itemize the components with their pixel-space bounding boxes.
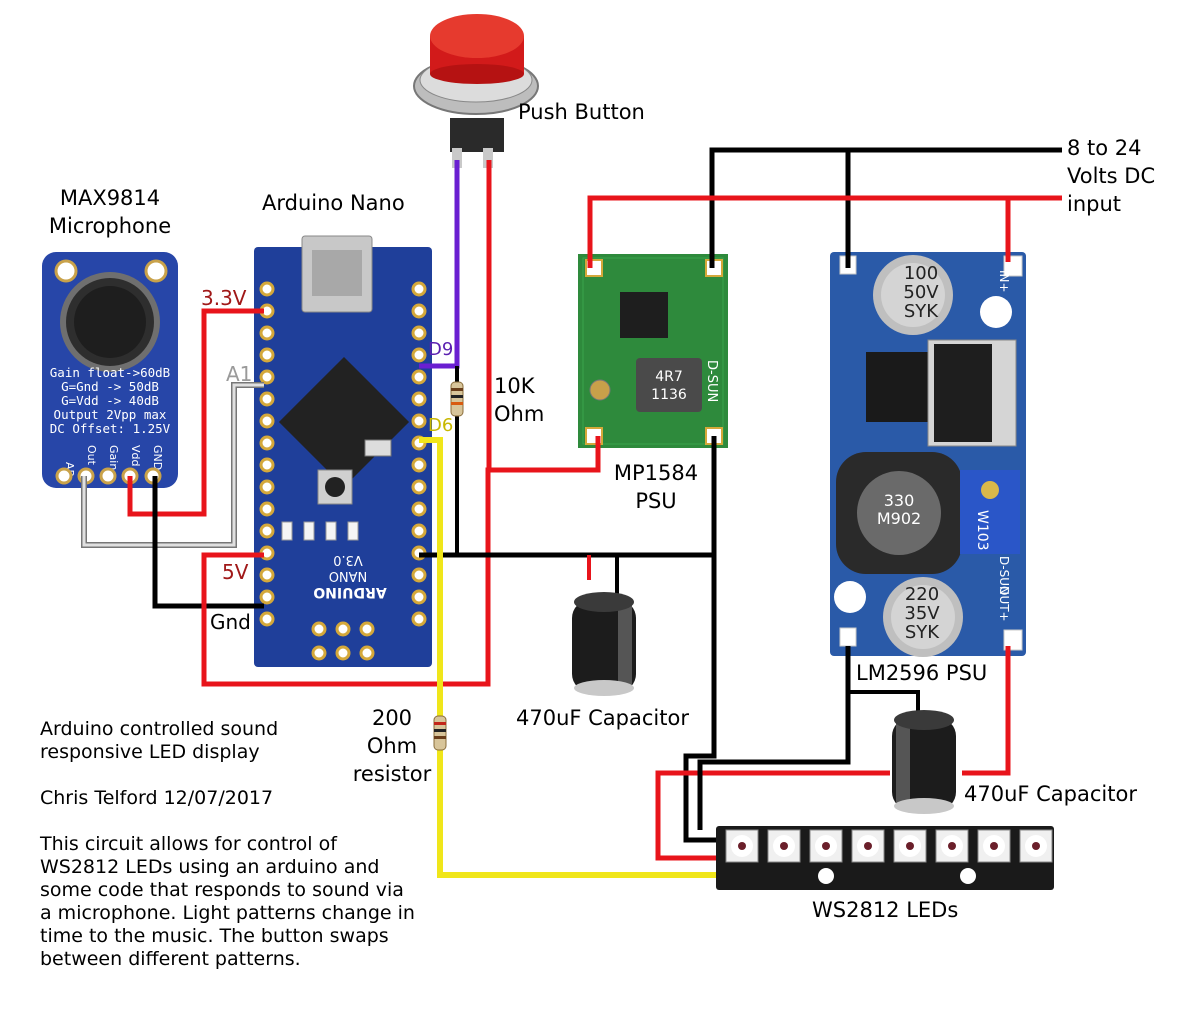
r200-label-1: 200 <box>371 706 413 730</box>
lm-cap-top-3: SYK <box>904 301 939 322</box>
r200-label-3: resistor <box>352 762 432 786</box>
resistor-200 <box>433 715 447 751</box>
input-label-2: Volts DC <box>1067 164 1156 188</box>
arduino-label: Arduino Nano <box>262 191 405 215</box>
microphone-board: Gain float->60dB G=Gnd -> 50dB G=Vdd -> … <box>42 252 178 488</box>
r10k-label-2: Ohm <box>494 402 545 426</box>
lm-out-text: OUT+ <box>997 586 1011 622</box>
input-label-1: 8 to 24 <box>1067 136 1142 160</box>
lm-cap-bot-3: SYK <box>905 622 940 643</box>
mp1584-label-2: PSU <box>635 489 677 513</box>
push-button-label: Push Button <box>518 100 645 124</box>
mp-inductor-top: 4R7 <box>655 369 683 385</box>
lm-inductor-1: 330 <box>884 491 915 510</box>
mic-out-text: Output 2Vpp max <box>54 407 167 422</box>
microphone-label-1: MAX9814 <box>59 186 161 210</box>
arduino-nano-board: ARDUINO NANO V3.0 <box>254 235 432 667</box>
lm-inductor-2: M902 <box>877 509 921 528</box>
mic-dc-text: DC Offset: 1.25V <box>50 421 171 436</box>
pin-gnd-label: Gnd <box>210 610 251 634</box>
wire-d6-yellow <box>419 437 722 878</box>
capacitor-1-label: 470uF Capacitor <box>516 706 689 730</box>
pin-d6-label: D6 <box>428 415 454 436</box>
mic-pin-gain: Gain <box>107 445 120 470</box>
wire-lm-out-red <box>962 646 1011 776</box>
mic-gnd-text: G=Gnd -> 50dB <box>61 379 159 394</box>
r10k-label-1: 10K <box>494 374 535 398</box>
microphone-label-2: Microphone <box>48 214 172 238</box>
pin-3v3-label: 3.3V <box>201 286 247 310</box>
push-button <box>413 14 539 168</box>
pin-d9-label: D9 <box>428 339 454 360</box>
capacitor-1 <box>572 592 636 696</box>
nano-name-text: ARDUINO <box>313 584 387 600</box>
description-block: Arduino controlled sound responsive LED … <box>40 718 420 971</box>
mic-gain-text: Gain float->60dB <box>50 365 170 380</box>
lm-cap-bot-1: 220 <box>905 584 939 605</box>
lm-cap-bot-2: 35V <box>904 603 940 624</box>
capacitor-2 <box>892 710 956 814</box>
ws2812-led-strip <box>716 826 1054 890</box>
wire-input-black <box>709 147 1062 268</box>
nano-sub-text: NANO <box>329 568 368 583</box>
description-author: Chris Telford 12/07/2017 <box>40 787 274 809</box>
lm2596-label: LM2596 PSU <box>856 661 988 685</box>
mp1584-label-1: MP1584 <box>613 461 699 485</box>
description-title-2: responsive LED display <box>40 741 260 763</box>
mic-pin-gnd: GND <box>151 445 164 470</box>
capacitor-2-label: 470uF Capacitor <box>964 782 1137 806</box>
wires <box>81 147 1062 878</box>
r200-label-2: Ohm <box>366 734 418 758</box>
nano-ver-text: V3.0 <box>333 552 363 567</box>
lm-dsun-text: D-SUN <box>997 556 1011 595</box>
lm-cap-top-2: 50V <box>903 282 939 303</box>
lm-cap-top-1: 100 <box>904 263 938 284</box>
wire-input-red <box>587 195 1062 268</box>
mic-pin-vdd: Vdd <box>129 445 142 467</box>
lm2596-board: 100 50V SYK 330 M902 W103 220 35V SYK IN… <box>830 252 1026 657</box>
wire-mp-gnd-led <box>683 436 722 843</box>
pin-5v-label: 5V <box>222 560 249 584</box>
mp-inductor-bot: 1136 <box>651 387 687 403</box>
description-body: This circuit allows for control of WS281… <box>40 833 415 970</box>
leds-label: WS2812 LEDs <box>812 898 959 922</box>
lm-in-text: IN+ <box>997 270 1011 293</box>
wire-lm-gnd <box>697 646 851 830</box>
wire-mic-gnd <box>152 476 264 609</box>
wire-mic-vdd-3v3 <box>127 308 264 517</box>
description-title-1: Arduino controlled sound <box>40 718 279 740</box>
mic-pin-out: Out <box>85 445 98 466</box>
mic-vdd-text: G=Vdd -> 40dB <box>61 393 159 408</box>
mp1584-board: 4R7 1136 D-SUN <box>578 254 728 448</box>
pot-text: W103 <box>974 510 990 551</box>
mp-dsun-text: D-SUN <box>704 360 719 402</box>
resistor-10k <box>450 381 464 417</box>
input-label-3: input <box>1067 192 1122 216</box>
wire-5v <box>201 436 601 687</box>
pin-a1-label: A1 <box>226 362 253 386</box>
